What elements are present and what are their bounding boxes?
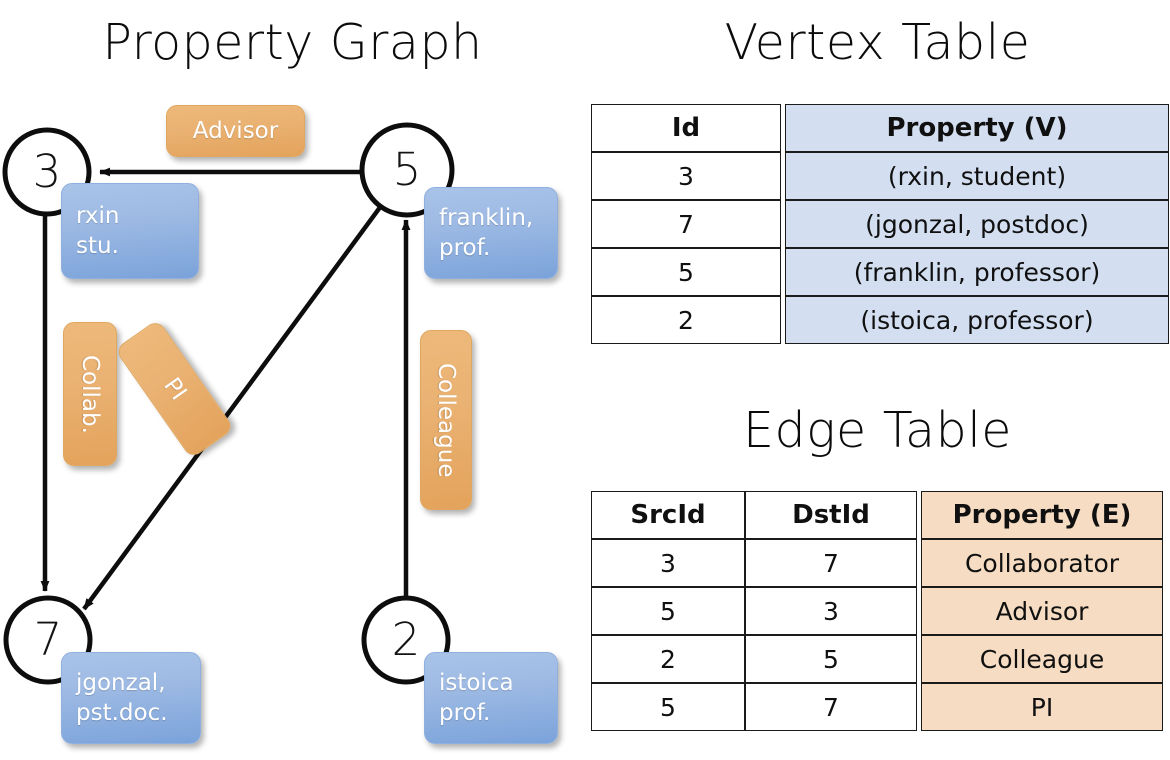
- table-row[interactable]: 7 (jgonzal, postdoc): [591, 200, 1169, 248]
- edge-cell-property: Colleague: [921, 635, 1163, 683]
- edge-property-box-colleague: Colleague: [420, 330, 472, 510]
- table-row[interactable]: 2 (istoica, professor): [591, 296, 1169, 344]
- column-gap: [917, 587, 921, 635]
- table-header-row: Id Property (V): [591, 104, 1169, 152]
- table-header-row: SrcId DstId Property (E): [591, 491, 1163, 539]
- vertex-property-line1: franklin,: [439, 204, 534, 231]
- table-row[interactable]: 5 3 Advisor: [591, 587, 1163, 635]
- edge-cell-dstid: 7: [745, 683, 917, 731]
- column-gap: [781, 200, 785, 248]
- page-title-vertex-table: Vertex Table: [724, 14, 1031, 71]
- column-gap: [781, 248, 785, 296]
- vertex-table: Id Property (V) 3 (rxin, student) 7 (jgo…: [591, 104, 1169, 344]
- edge-cell-srcid: 5: [591, 587, 745, 635]
- vertex-property-line2: prof.: [439, 700, 491, 726]
- vertex-property-box-franklin: franklin, prof.: [424, 187, 558, 279]
- table-row[interactable]: 5 7 PI: [591, 683, 1163, 731]
- edge-arrow-pi: [82, 204, 383, 611]
- column-gap: [917, 683, 921, 731]
- vertex-cell-property: (istoica, professor): [785, 296, 1169, 344]
- edge-table-header-srcid: SrcId: [591, 491, 745, 539]
- vertex-property-box-rxin: rxin stu.: [61, 183, 199, 279]
- vertex-table-header-property: Property (V): [785, 104, 1169, 152]
- vertex-property-line2: prof.: [439, 235, 491, 261]
- edge-cell-srcid: 5: [591, 683, 745, 731]
- vertex-property-box-jgonzal: jgonzal, pst.doc.: [61, 652, 201, 744]
- edge-cell-property: PI: [921, 683, 1163, 731]
- vertex-property-line1: rxin: [76, 202, 120, 229]
- vertex-cell-id: 7: [591, 200, 781, 248]
- vertex-table-header-id: Id: [591, 104, 781, 152]
- vertex-cell-id: 5: [591, 248, 781, 296]
- vertex-cell-property: (rxin, student): [785, 152, 1169, 200]
- vertex-cell-id: 2: [591, 296, 781, 344]
- vertex-property-line2: pst.doc.: [76, 700, 168, 726]
- edge-table: SrcId DstId Property (E) 3 7 Collaborato…: [591, 491, 1163, 731]
- table-row[interactable]: 3 (rxin, student): [591, 152, 1169, 200]
- column-gap: [917, 635, 921, 683]
- column-gap: [781, 296, 785, 344]
- table-row[interactable]: 2 5 Colleague: [591, 635, 1163, 683]
- vertex-cell-id: 3: [591, 152, 781, 200]
- page-title-property-graph: Property Graph: [102, 14, 483, 71]
- vertex-cell-property: (franklin, professor): [785, 248, 1169, 296]
- column-gap: [917, 491, 921, 539]
- edge-property-box-advisor: Advisor: [166, 105, 305, 157]
- vertex-property-box-istoica: istoica prof.: [424, 652, 558, 744]
- edge-cell-srcid: 3: [591, 539, 745, 587]
- edge-cell-dstid: 5: [745, 635, 917, 683]
- column-gap: [781, 152, 785, 200]
- page-title-edge-table: Edge Table: [743, 402, 1012, 459]
- edge-cell-property: Collaborator: [921, 539, 1163, 587]
- edge-cell-dstid: 7: [745, 539, 917, 587]
- table-row[interactable]: 3 7 Collaborator: [591, 539, 1163, 587]
- table-row[interactable]: 5 (franklin, professor): [591, 248, 1169, 296]
- edge-cell-dstid: 3: [745, 587, 917, 635]
- column-gap: [781, 104, 785, 152]
- edge-table-header-property: Property (E): [921, 491, 1163, 539]
- vertex-property-line2: stu.: [76, 233, 119, 259]
- column-gap: [917, 539, 921, 587]
- edge-cell-property: Advisor: [921, 587, 1163, 635]
- edge-table-header-dstid: DstId: [745, 491, 917, 539]
- vertex-property-line1: istoica: [439, 669, 514, 696]
- vertex-cell-property: (jgonzal, postdoc): [785, 200, 1169, 248]
- vertex-property-line1: jgonzal,: [76, 669, 166, 696]
- edge-property-box-collab: Collab.: [63, 322, 117, 466]
- edge-cell-srcid: 2: [591, 635, 745, 683]
